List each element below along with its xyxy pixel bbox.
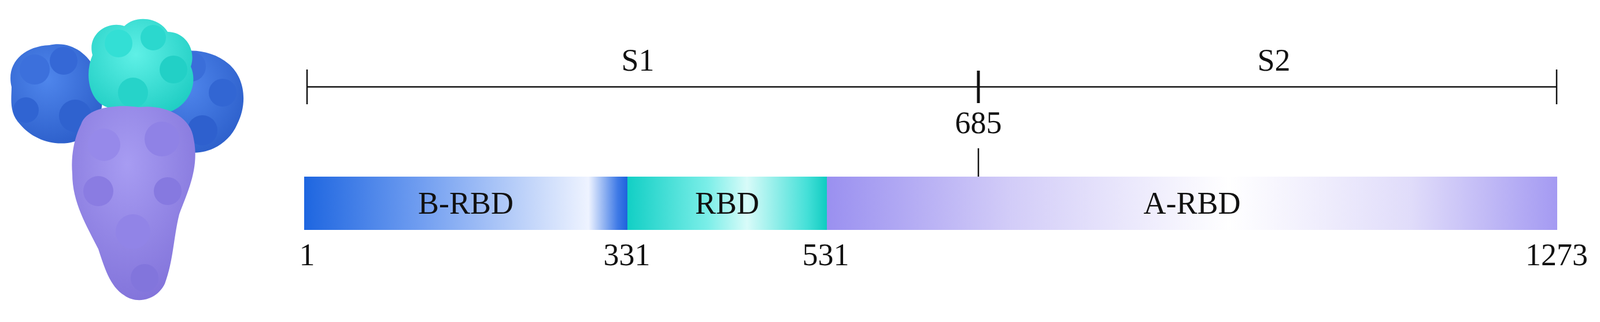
residue-number: 1 <box>299 238 316 271</box>
domain-segment: RBD <box>627 176 827 230</box>
region-label: S1 <box>621 44 654 76</box>
ruler-tick <box>1556 69 1558 105</box>
ruler-line <box>306 86 1558 88</box>
residue-number: 531 <box>802 238 850 271</box>
ruler-tick <box>977 70 981 103</box>
residue-number: 685 <box>955 106 1003 139</box>
domain-name: A-RBD <box>1143 185 1241 221</box>
region-label: S2 <box>1257 44 1291 76</box>
ruler-tick <box>306 69 309 105</box>
residue-number: 331 <box>603 238 651 271</box>
spike-cyan-head <box>88 19 194 121</box>
domain-name: RBD <box>695 185 760 221</box>
residue-number: 1273 <box>1525 238 1588 271</box>
domain-name: B-RBD <box>418 185 514 221</box>
spike-purple-stalk <box>71 105 195 300</box>
leader-line <box>977 148 980 177</box>
domain-segment: B-RBD <box>304 176 628 230</box>
domain-segment: A-RBD <box>826 176 1558 230</box>
spike-trimer-illustration <box>0 0 255 322</box>
